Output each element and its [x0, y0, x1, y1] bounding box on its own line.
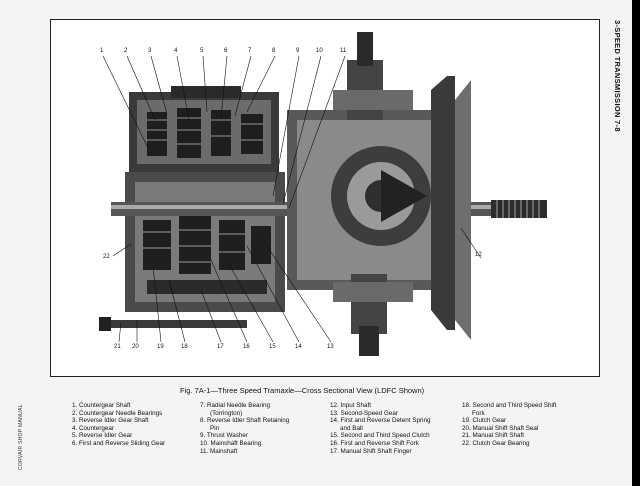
legend-item: 18. Second and Third Speed Shift [462, 402, 557, 409]
legend-item: 20. Manual Shift Shaft Seal [462, 424, 539, 432]
callout-5: 5 [200, 48, 204, 54]
legend-item: 4. Countergear [72, 424, 115, 432]
running-head: 3-SPEED TRANSMISSION 7-8 [613, 20, 622, 132]
callout-15: 15 [269, 344, 276, 350]
legend-column-4: 18. Second and Third Speed Shift Fork 19… [462, 402, 556, 448]
legend-column-2: 7. Radial Needle Bearing (Torrington) 8.… [200, 402, 289, 455]
callout-21: 21 [114, 344, 121, 350]
legend-item: 9. Thrust Washer [200, 432, 248, 440]
callout-20: 20 [132, 344, 139, 350]
callout-12: 12 [475, 252, 482, 258]
callout-1: 1 [100, 48, 104, 54]
legend-item: Fork [472, 409, 485, 417]
legend-item: 7. Radial Needle Bearing [200, 402, 271, 409]
legend-item: Pin [210, 424, 220, 432]
legend-item: 6. First and Reverse Sliding Gear [72, 439, 166, 447]
callout-18: 18 [181, 344, 188, 350]
legend-column-1: 1. Countergear Shaft 2. Countergear Need… [72, 402, 165, 448]
differential-housing [287, 32, 447, 356]
callout-8: 8 [272, 48, 276, 54]
legend-item: 2. Countergear Needle Bearings [72, 409, 163, 417]
manual-name: CORVAIR SHOP MANUAL [18, 404, 24, 470]
legend-item: 5. Reverse Idler Gear [72, 432, 133, 440]
callout-9: 9 [296, 48, 300, 54]
callout-6: 6 [224, 48, 228, 54]
legend-item: 16. First and Reverse Shift Fork [330, 439, 419, 447]
legend-item: 10. Mainshaft Bearing [200, 439, 262, 447]
callout-4: 4 [174, 48, 178, 54]
legend-item: and Ball [340, 424, 363, 432]
legend-item: 14. First and Reverse Detent Spring [330, 417, 431, 425]
manual-shift-shaft [99, 317, 247, 331]
legend-item: 21. Manual Shift Shaft [462, 432, 524, 440]
transaxle-cross-section-drawing [99, 32, 599, 356]
legend-item: 12. Input Shaft [330, 402, 371, 409]
callout-7: 7 [248, 48, 252, 54]
transaxle-figure: 1 2 3 4 5 6 7 8 9 10 11 22 12 21 20 19 1… [50, 19, 600, 377]
callout-17: 17 [217, 344, 224, 350]
legend-item: 15. Second and Third Speed Clutch [330, 432, 430, 440]
legend-item: 11. Mainshaft [200, 447, 238, 455]
callout-2: 2 [124, 48, 128, 54]
legend-item: 13. Second-Speed Gear [330, 409, 398, 417]
transmission-case [125, 86, 285, 312]
callout-11: 11 [340, 48, 347, 54]
legend-item: 17. Manual Shift Shaft Finger [330, 447, 412, 455]
figure-caption: Fig. 7A-1—Three Speed Tramaxle—Cross Sec… [180, 386, 425, 395]
legend-item: 1. Countergear Shaft [72, 402, 131, 409]
legend-item: 22. Clutch Gear Bearing [462, 439, 530, 447]
callout-3: 3 [148, 48, 152, 54]
callout-13: 13 [327, 344, 334, 350]
clutch-bell-housing [431, 76, 471, 340]
callout-19: 19 [157, 344, 164, 350]
legend-column-3: 12. Input Shaft 13. Second-Speed Gear 14… [330, 402, 430, 455]
legend-item: 3. Reverse Idler Gear Shaft [72, 417, 149, 425]
callout-10: 10 [316, 48, 323, 54]
legend-item: (Torrington) [210, 409, 243, 417]
callout-16: 16 [243, 344, 250, 350]
legend-item: 8. Reverse Idler Shaft Retaining [200, 417, 290, 425]
callout-22: 22 [103, 254, 110, 260]
callout-14: 14 [295, 344, 302, 350]
legend-item: 19. Clutch Gear [462, 417, 507, 425]
leader-lines [102, 55, 482, 343]
